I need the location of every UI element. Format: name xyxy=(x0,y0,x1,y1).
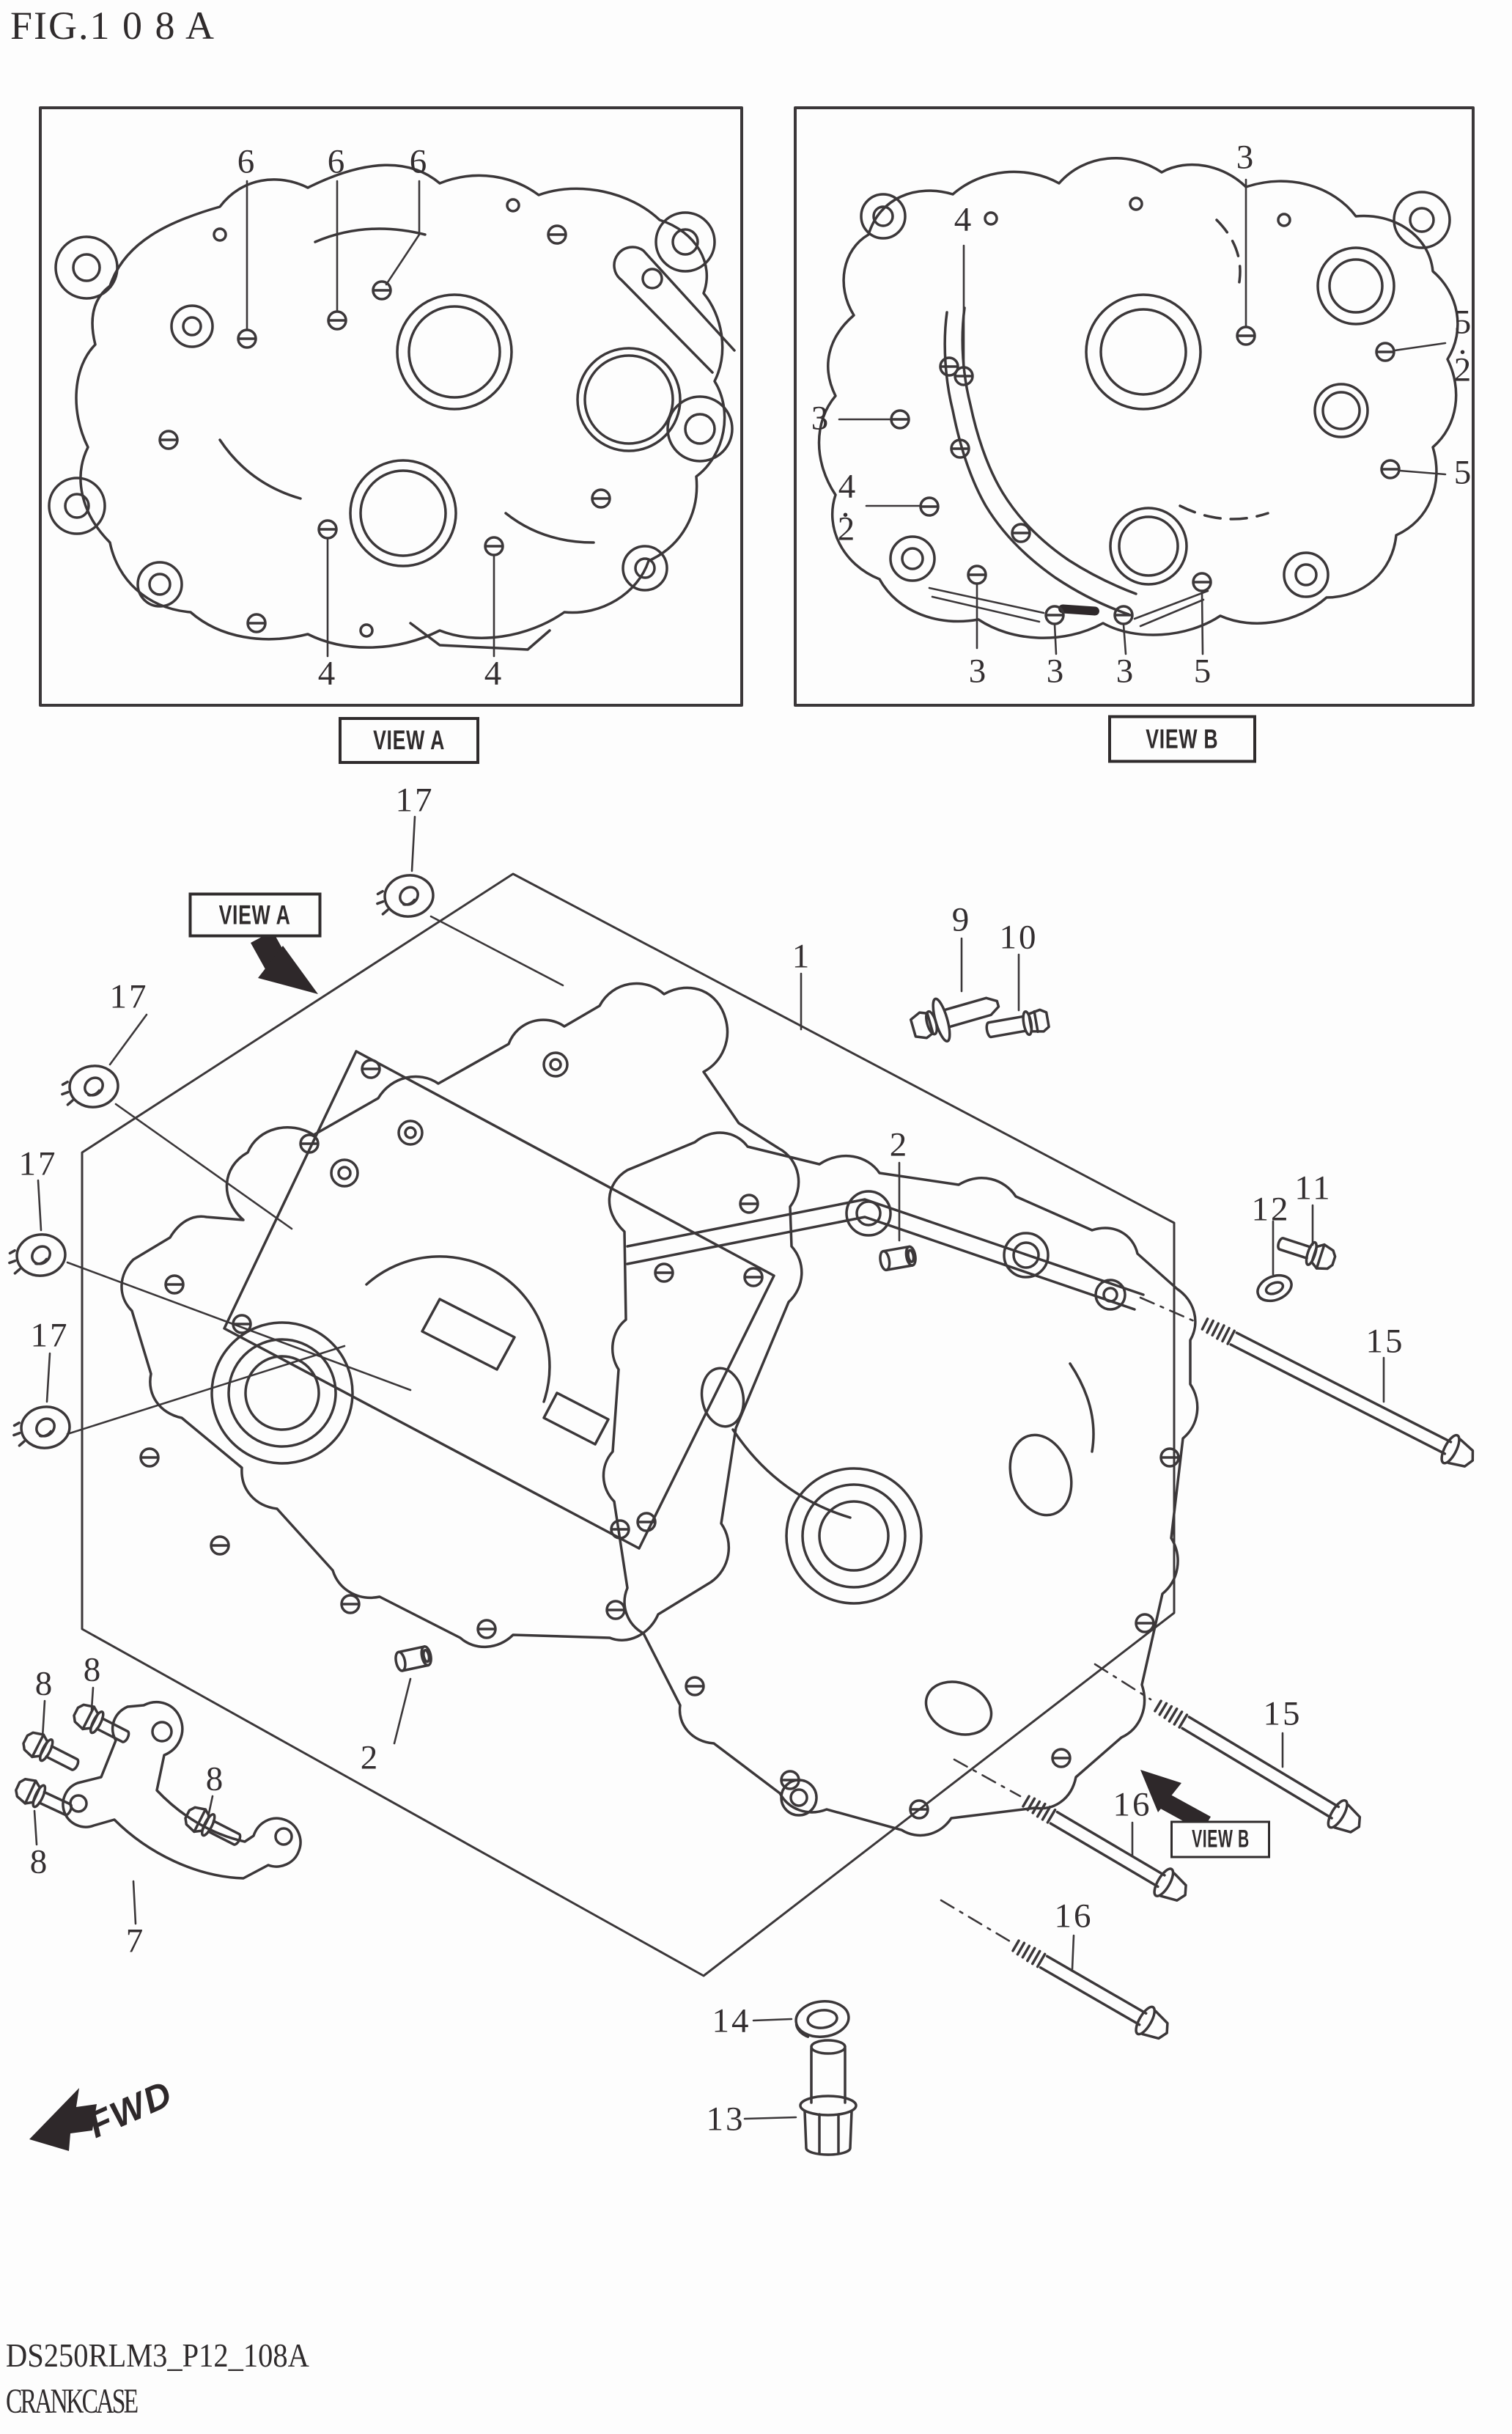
callout-12: 12 xyxy=(1251,1190,1291,1229)
view-a-box-leaders xyxy=(246,180,495,658)
callout-9: 9 xyxy=(951,900,972,939)
callout-17: 17 xyxy=(30,1316,70,1355)
page-title: FIG.1 0 8 A xyxy=(10,4,216,48)
callout-3: 3 xyxy=(1236,138,1256,177)
callout-7: 7 xyxy=(125,1922,146,1960)
callout-3: 3 xyxy=(811,399,831,438)
callout-14: 14 xyxy=(712,2001,751,2040)
callout-1: 1 xyxy=(792,937,812,976)
view-b-pointer-label: VIEW B xyxy=(1170,1820,1270,1858)
callout-13: 13 xyxy=(706,2100,745,2139)
callout-15: 15 xyxy=(1263,1694,1302,1733)
bolt-10-icon xyxy=(985,1008,1050,1039)
washer-14-icon xyxy=(794,2000,850,2038)
callout-4: 4 xyxy=(954,200,974,239)
callout-5: 5 xyxy=(1193,652,1214,691)
crankcase-rear-view-art xyxy=(48,163,736,651)
bolt-8-icon xyxy=(180,1801,246,1853)
dowel-pin-2-icon xyxy=(877,1244,918,1273)
callout-2: 2 xyxy=(1453,350,1474,389)
flange-nut-17-icon xyxy=(10,1402,73,1453)
view-b-box-leaders xyxy=(838,178,1447,655)
bolt-9-icon xyxy=(909,996,1000,1043)
main-frame xyxy=(81,872,1176,1977)
flange-nut-17-icon xyxy=(5,1230,69,1281)
long-bolt-15-icon xyxy=(1154,1699,1362,1834)
callout-17: 17 xyxy=(395,781,435,820)
long-bolt-16-icon xyxy=(1011,1939,1169,2040)
main-leader-lines xyxy=(33,815,1385,2120)
crankcase-left-half-art xyxy=(120,982,803,1648)
crankcase-front-view-art xyxy=(817,157,1459,639)
callout-2: 2 xyxy=(360,1738,380,1777)
bolt-11-icon xyxy=(1273,1229,1339,1274)
callout-.: . xyxy=(841,486,852,525)
view-a-pointer-arrow-icon xyxy=(251,931,318,994)
part-title: CRANKCASE xyxy=(6,2382,139,2421)
callout-3: 3 xyxy=(1046,652,1066,691)
callout-11: 11 xyxy=(1294,1169,1332,1207)
callout-8: 8 xyxy=(34,1664,55,1703)
callout-8: 8 xyxy=(29,1842,50,1881)
plug-bolt-13-icon xyxy=(799,2039,858,2156)
view-a-caption: VIEW A xyxy=(339,717,479,764)
view-b-box-frame xyxy=(794,106,1475,707)
callout-8: 8 xyxy=(205,1760,226,1798)
callout-10: 10 xyxy=(999,918,1039,957)
callout-5: 5 xyxy=(1453,303,1474,342)
callout-15: 15 xyxy=(1365,1322,1405,1361)
callout-4: 4 xyxy=(484,654,504,693)
fwd-arrow-icon xyxy=(29,2088,97,2151)
callout-8: 8 xyxy=(83,1650,103,1689)
bolt-8-icon xyxy=(18,1727,84,1779)
view-b-caption: VIEW B xyxy=(1108,715,1256,763)
callout-4: 4 xyxy=(838,467,858,506)
dowel-pin-2-icon xyxy=(393,1644,434,1673)
callout-2: 2 xyxy=(837,510,858,548)
callout-.: . xyxy=(1458,323,1469,362)
long-bolt-15-icon xyxy=(1201,1317,1475,1468)
callout-4: 4 xyxy=(317,654,338,693)
callout-6: 6 xyxy=(237,142,257,181)
view-a-pointer-label: VIEW A xyxy=(188,892,322,938)
long-bolt-16-icon xyxy=(1022,1795,1187,1902)
callout-6: 6 xyxy=(327,142,347,181)
callout-5: 5 xyxy=(1453,453,1474,492)
callout-16: 16 xyxy=(1113,1785,1152,1824)
flange-nut-17-icon xyxy=(58,1062,122,1112)
callout-3: 3 xyxy=(968,652,989,691)
callout-16: 16 xyxy=(1054,1897,1094,1935)
washer-12-icon xyxy=(1256,1273,1293,1303)
callout-6: 6 xyxy=(409,142,429,181)
drawing-code: DS250RLM3_P12_108A xyxy=(6,2336,309,2374)
flange-nut-17-icon xyxy=(373,871,437,922)
bracket-7-icon xyxy=(62,1701,302,1880)
callout-17: 17 xyxy=(109,977,149,1016)
callout-3: 3 xyxy=(1115,652,1136,691)
view-a-box-frame xyxy=(39,106,743,707)
callout-17: 17 xyxy=(18,1144,58,1183)
crankcase-right-half-art xyxy=(602,1131,1199,1837)
callout-2: 2 xyxy=(889,1125,910,1164)
